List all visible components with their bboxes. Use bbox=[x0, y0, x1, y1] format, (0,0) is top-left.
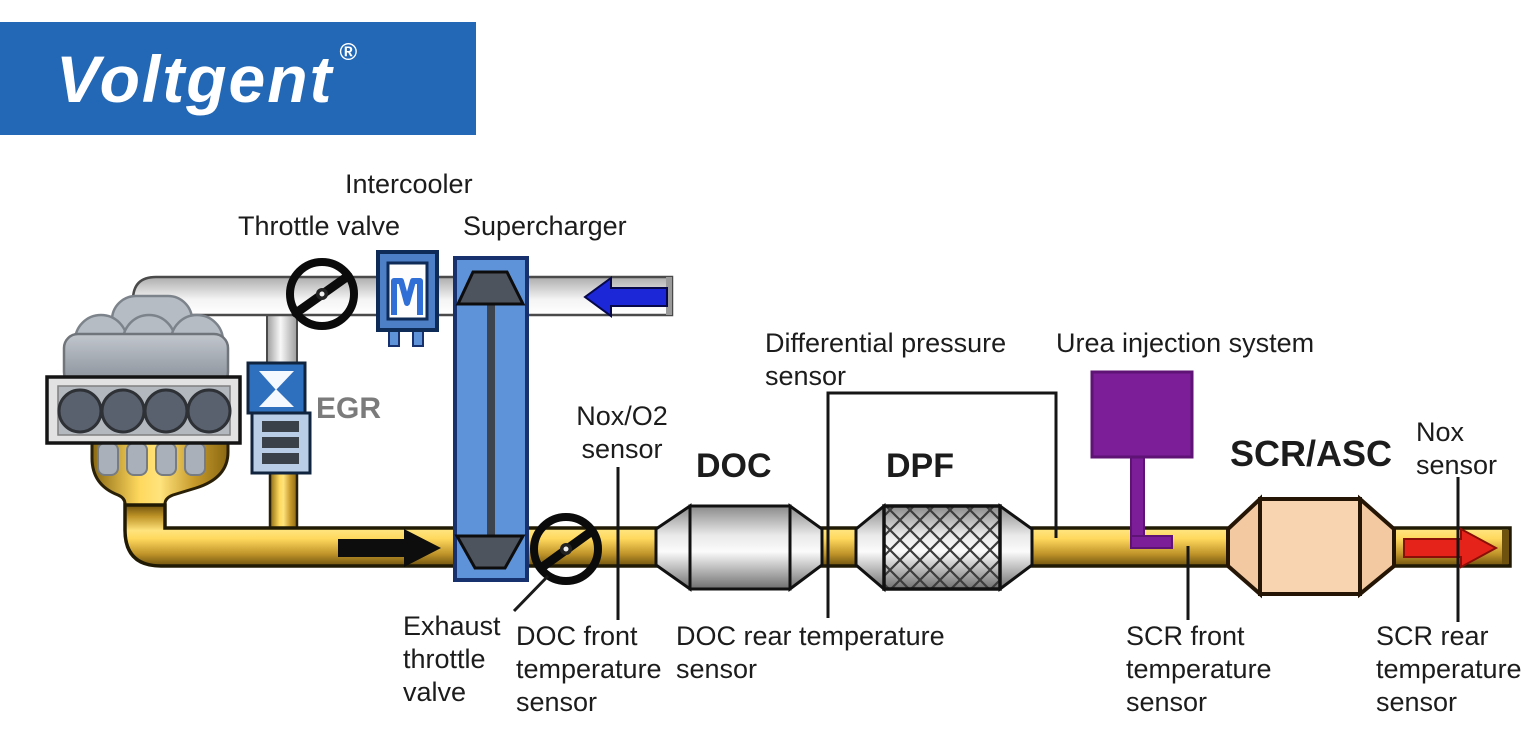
doc-inlet-cone bbox=[654, 503, 692, 592]
exhaust-throttle-ring bbox=[530, 513, 602, 585]
cylinder bbox=[186, 388, 232, 434]
tailpipe-flow-arrow-icon bbox=[1403, 527, 1499, 569]
intercooler bbox=[376, 250, 439, 347]
egr-slat bbox=[262, 453, 299, 464]
brand-logo: Voltgent ® bbox=[0, 22, 476, 135]
exhaust-port bbox=[155, 442, 177, 476]
urea-injector-nozzle bbox=[1130, 535, 1173, 549]
urea-tank bbox=[1090, 370, 1194, 459]
label-line: sensor bbox=[1416, 450, 1498, 480]
doc-outlet-cone bbox=[788, 503, 824, 592]
label-line: Nox/O2 bbox=[576, 401, 668, 431]
label-urea-injection-system: Urea injection system bbox=[1056, 328, 1315, 358]
egr-bowtie-icon bbox=[259, 371, 294, 390]
label-egr: EGR bbox=[316, 392, 382, 425]
label-line: SCR front bbox=[1126, 621, 1245, 651]
label-dpf: DPF bbox=[886, 447, 954, 485]
intake-air-arrow-icon bbox=[583, 276, 668, 318]
dpf-inlet-cone bbox=[854, 502, 886, 593]
cylinder bbox=[100, 388, 146, 434]
doc-catalyst bbox=[654, 503, 824, 592]
label-line: sensor bbox=[765, 361, 847, 391]
label-line: Nox bbox=[1416, 417, 1465, 447]
label-intercooler: Intercooler bbox=[345, 169, 473, 199]
label-nox-o2-sensor: Nox/O2 sensor bbox=[556, 400, 688, 466]
label-exhaust-throttle-valve: Exhaust throttle valve bbox=[403, 610, 501, 709]
egr-bowtie-icon bbox=[259, 389, 294, 407]
urea-injection-system bbox=[1090, 370, 1194, 549]
label-scr-front-temperature-sensor: SCR front temperature sensor bbox=[1126, 620, 1272, 719]
exhaust-flow-arrow-icon bbox=[338, 529, 441, 567]
label-line: DOC rear temperature bbox=[676, 621, 945, 651]
label-scr-asc: SCR/ASC bbox=[1230, 433, 1393, 474]
egr-slat bbox=[262, 421, 299, 432]
label-line: temperature bbox=[1376, 654, 1522, 684]
brand-name: Voltgent bbox=[56, 41, 334, 116]
label-line: SCR rear bbox=[1376, 621, 1489, 651]
label-doc-rear-temperature-sensor: DOC rear temperature sensor bbox=[676, 620, 945, 686]
scr-inlet-cone bbox=[1226, 494, 1262, 599]
dpf-outlet-cone bbox=[998, 503, 1034, 592]
dpf-filter bbox=[854, 502, 1034, 593]
egr-exhaust-stub bbox=[268, 466, 299, 534]
urea-stem bbox=[1130, 454, 1145, 540]
supercharger bbox=[453, 256, 529, 582]
label-line: sensor bbox=[1376, 687, 1458, 717]
exhaust-throttle-pin bbox=[563, 546, 569, 552]
supercharger-shaft bbox=[487, 300, 495, 540]
exhaust-pipe-end bbox=[1502, 530, 1509, 564]
exhaust-port bbox=[184, 442, 206, 476]
label-line: valve bbox=[403, 677, 467, 707]
supercharger-rotor-top bbox=[455, 270, 526, 306]
exhaust-port bbox=[97, 442, 119, 476]
egr-slat bbox=[262, 437, 299, 448]
registered-trademark-icon: ® bbox=[339, 38, 358, 66]
sensor-lines bbox=[616, 391, 1460, 622]
exhaust-throttle-leader-line bbox=[512, 574, 550, 613]
engine bbox=[45, 294, 242, 476]
scr-asc-catalyst bbox=[1226, 494, 1396, 599]
label-throttle-valve: Throttle valve bbox=[238, 211, 401, 241]
label-supercharger: Supercharger bbox=[463, 211, 627, 241]
doc-body bbox=[688, 504, 792, 591]
label-line: sensor bbox=[676, 654, 758, 684]
cylinder bbox=[57, 388, 103, 434]
throttle-valve-pin bbox=[319, 291, 325, 297]
scr-body bbox=[1258, 497, 1362, 596]
exhaust-throttle-valve-gauge bbox=[512, 513, 602, 613]
label-line: Differential pressure bbox=[765, 328, 1007, 358]
label-line: temperature bbox=[1126, 654, 1272, 684]
differential-pressure-bracket-line bbox=[826, 391, 1058, 618]
label-doc: DOC bbox=[696, 447, 772, 485]
throttle-valve-ring bbox=[286, 258, 358, 330]
scr-outlet-cone bbox=[1358, 494, 1396, 599]
throttle-valve-gauge bbox=[286, 258, 358, 330]
intake-pipe-end bbox=[666, 277, 672, 315]
egr-valve bbox=[246, 361, 312, 475]
dpf-mesh bbox=[882, 504, 1002, 591]
label-doc-front-temperature-sensor: DOC front temperature sensor bbox=[516, 620, 662, 719]
label-line: Exhaust bbox=[403, 611, 501, 641]
label-line: sensor bbox=[516, 687, 598, 717]
label-scr-rear-temperature-sensor: SCR rear temperature sensor bbox=[1376, 620, 1522, 719]
label-line: sensor bbox=[581, 434, 663, 464]
label-nox-sensor: Nox sensor bbox=[1416, 416, 1497, 482]
label-line: sensor bbox=[1126, 687, 1208, 717]
intercooler-coil-icon bbox=[391, 278, 423, 315]
label-line: DOC front bbox=[516, 621, 638, 651]
cylinder bbox=[143, 388, 189, 434]
exhaust-port bbox=[126, 442, 148, 476]
label-line: throttle bbox=[403, 644, 486, 674]
label-line: temperature bbox=[516, 654, 662, 684]
label-differential-pressure-sensor: Differential pressure sensor bbox=[765, 327, 1006, 393]
supercharger-rotor-bottom bbox=[454, 534, 526, 570]
